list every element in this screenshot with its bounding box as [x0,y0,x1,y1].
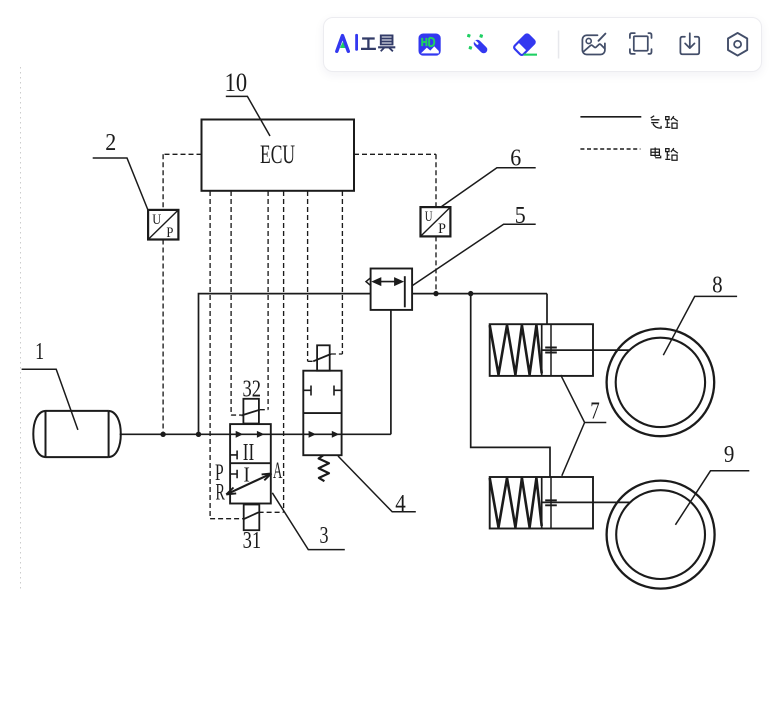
svg-text:2: 2 [105,130,116,156]
svg-text:P: P [166,225,173,241]
svg-text:5: 5 [515,203,526,229]
svg-text:ECU: ECU [260,140,295,169]
svg-text:10: 10 [225,68,248,97]
svg-text:8: 8 [712,272,723,298]
svg-text:A: A [273,458,283,483]
svg-text:3: 3 [320,523,329,549]
svg-text:1: 1 [35,339,44,365]
svg-text:31: 31 [243,528,262,554]
svg-text:R: R [216,480,226,505]
svg-text:P: P [215,460,224,485]
svg-text:II: II [243,440,255,466]
svg-text:4: 4 [395,491,406,517]
svg-text:7: 7 [590,399,600,425]
svg-text:U: U [425,209,433,225]
svg-text:9: 9 [724,442,735,468]
svg-text:32: 32 [243,377,262,403]
svg-text:6: 6 [510,146,521,172]
svg-text:U: U [152,212,161,228]
svg-text:P: P [438,221,446,237]
svg-text:I: I [243,463,249,487]
